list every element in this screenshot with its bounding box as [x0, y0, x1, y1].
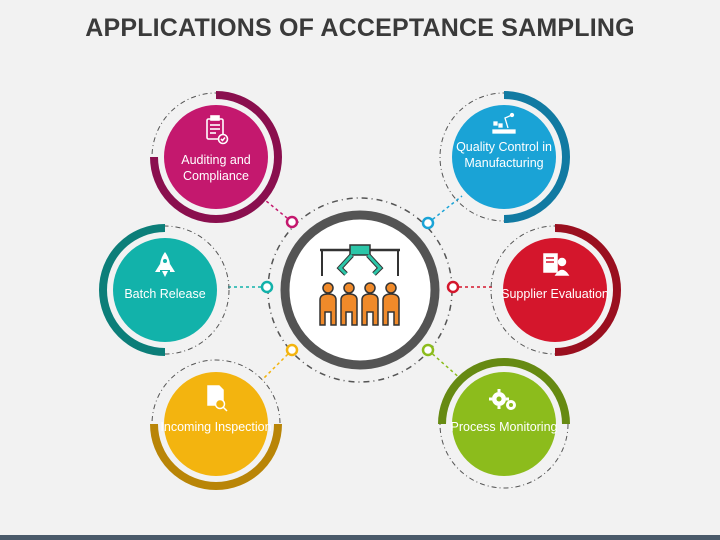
node-label-incoming-inspection: Incoming Inspection: [160, 420, 272, 434]
node-auditing-compliance: [150, 91, 283, 223]
node-label-quality-control: Quality Control in Manufacturing: [456, 140, 552, 170]
center-ring: [280, 210, 440, 370]
connector-dots: [260, 215, 460, 357]
document-search-icon: [207, 385, 228, 412]
node-process-monitoring: [438, 357, 570, 489]
resume-person-icon: [543, 253, 570, 276]
node-label-auditing-compliance: Auditing and Compliance: [181, 153, 251, 183]
rocket-icon: [155, 252, 175, 277]
node-label-process-monitoring: Process Monitoring: [450, 420, 558, 434]
node-label-batch-release: Batch Release: [124, 287, 206, 301]
bottom-bar: [0, 535, 720, 540]
clipboard-check-icon: [206, 115, 229, 145]
page-title: APPLICATIONS OF ACCEPTANCE SAMPLING: [85, 14, 635, 42]
inspection-conveyor-icon: [319, 244, 400, 326]
node-batch-release: [98, 224, 230, 356]
node-supplier-evaluation: [490, 224, 622, 356]
node-quality-control: [439, 91, 571, 223]
node-label-supplier-evaluation: Supplier Evaluation: [501, 287, 609, 301]
node-incoming-inspection: [150, 359, 282, 491]
gears-icon: [489, 389, 516, 410]
robot-arm-icon: [492, 112, 516, 134]
